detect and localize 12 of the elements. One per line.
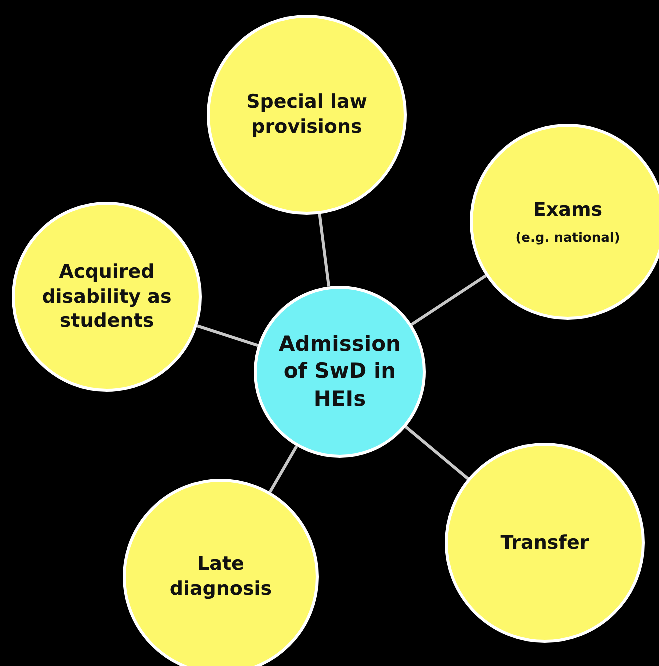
connector-line <box>405 426 470 480</box>
node-note: (e.g. national) <box>516 230 620 246</box>
node-title: Special law provisions <box>246 90 368 140</box>
connector-line <box>318 214 331 287</box>
node-title: Late diagnosis <box>168 552 274 602</box>
connector-line <box>196 324 259 348</box>
node-title: Exams <box>533 198 603 223</box>
node-title: Acquired disability as students <box>41 260 173 334</box>
connector-line <box>411 274 487 326</box>
node-title: Transfer <box>500 530 590 556</box>
node-title: Admission of SwD in HEIs <box>278 331 402 413</box>
connector-line <box>268 446 298 493</box>
